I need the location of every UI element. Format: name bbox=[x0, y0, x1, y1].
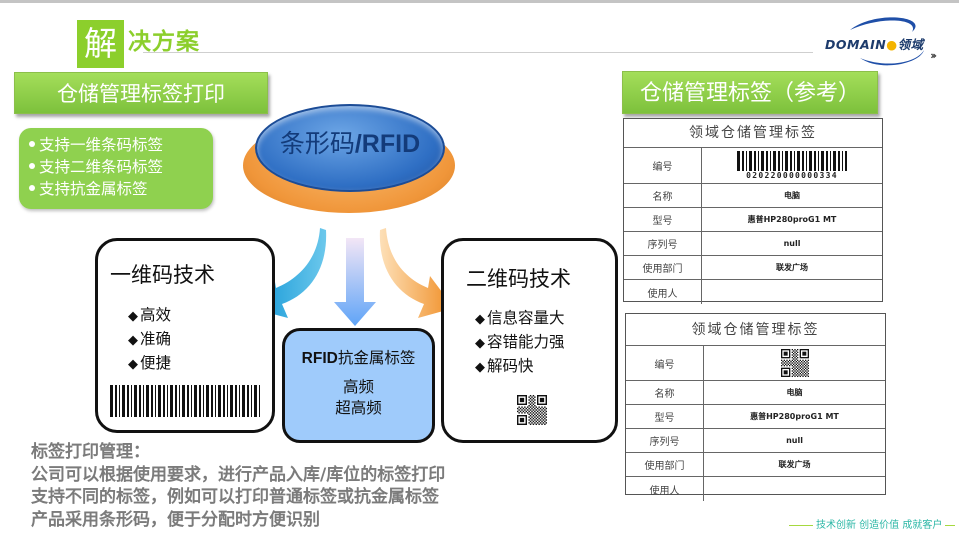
center-disc bbox=[255, 104, 445, 192]
description-heading: 标签打印管理： bbox=[31, 442, 150, 462]
sample-label-qrcode: 领域仓储管理标签 编号 名称 电脑 型号 惠普HP280proG1 MT 序列号 nu… bbox=[625, 313, 886, 501]
footer-line-decoration bbox=[789, 524, 813, 526]
label-key: 序列号 bbox=[624, 232, 702, 255]
bullet-icon bbox=[29, 184, 35, 191]
label-key: 使用部门 bbox=[624, 256, 702, 279]
label-card-title: 领域仓储管理标签 bbox=[626, 314, 885, 346]
label-value bbox=[704, 477, 885, 501]
label-row: 使用人 bbox=[626, 477, 885, 501]
feature-item: 支持抗金属标签 bbox=[29, 178, 213, 200]
label-key: 型号 bbox=[624, 208, 702, 231]
bullet-item: ◆高效 bbox=[128, 306, 172, 324]
label-value bbox=[702, 280, 882, 304]
label-value: null bbox=[783, 239, 801, 248]
label-value: 电脑 bbox=[786, 388, 803, 397]
tech-card-title: 一维码技术 bbox=[110, 263, 215, 287]
sample-label-barcode: 领域仓储管理标签 编号 020220000000334 名称 电脑 型号 惠普HP2… bbox=[623, 118, 883, 304]
label-key: 使用人 bbox=[626, 477, 704, 501]
rfid-frequency-list: 高频 超高频 bbox=[285, 377, 432, 419]
label-row: 使用部门 联发广场 bbox=[624, 256, 882, 280]
label-key: 编号 bbox=[626, 346, 704, 380]
bullet-item: ◆便捷 bbox=[128, 354, 172, 372]
diamond-bullet-icon: ◆ bbox=[475, 360, 485, 375]
label-key: 使用部门 bbox=[626, 453, 704, 476]
label-value: 联发广场 bbox=[776, 263, 808, 272]
tech-card-bullets: ◆高效 ◆准确 ◆便捷 bbox=[128, 304, 171, 376]
arrow-right-icon bbox=[379, 228, 454, 318]
bullet-item: ◆准确 bbox=[128, 330, 172, 348]
top-border-bar bbox=[0, 0, 959, 3]
diamond-bullet-icon: ◆ bbox=[128, 357, 138, 372]
label-key: 名称 bbox=[624, 184, 702, 207]
diamond-bullet-icon: ◆ bbox=[475, 336, 485, 351]
tech-card-rfid: RFID抗金属标签 高频 超高频 bbox=[282, 328, 435, 443]
label-value: null bbox=[786, 436, 803, 445]
description-line: 公司可以根据使用要求，进行产品入库/库位的标签打印 bbox=[31, 464, 446, 485]
section-title: 决方案 bbox=[128, 29, 200, 55]
label-row: 型号 惠普HP280proG1 MT bbox=[624, 208, 882, 232]
label-value bbox=[704, 346, 885, 380]
diamond-bullet-icon: ◆ bbox=[128, 333, 138, 348]
tech-card-1d-barcode: 一维码技术 ◆高效 ◆准确 ◆便捷 bbox=[95, 238, 275, 433]
tech-card-title: RFID抗金属标签 bbox=[301, 349, 416, 367]
tech-card-title: 二维码技术 bbox=[466, 267, 571, 291]
label-value: 联发广场 bbox=[778, 460, 811, 469]
bullet-item: ◆解码快 bbox=[475, 357, 534, 375]
double-chevron-right-icon[interactable]: ››› bbox=[930, 49, 937, 62]
label-card-title: 领域仓储管理标签 bbox=[624, 119, 882, 148]
feature-item: 支持一维条码标签 bbox=[29, 134, 213, 156]
feature-item: 支持二维条码标签 bbox=[29, 156, 213, 178]
label-row: 型号 惠普HP280proG1 MT bbox=[626, 405, 885, 429]
qr-code-icon bbox=[517, 395, 547, 425]
label-row: 使用部门 联发广场 bbox=[626, 453, 885, 477]
label-value: 惠普HP280proG1 MT bbox=[750, 412, 839, 421]
label-reference-banner: 仓储管理标签（参考） bbox=[622, 71, 878, 114]
footer-line-decoration bbox=[945, 524, 956, 526]
description-line: 支持不同的标签，例如可以打印普通标签或抗金属标签 bbox=[31, 487, 439, 507]
label-value: 020220000000334 bbox=[702, 148, 882, 183]
barcode-icon bbox=[737, 151, 847, 171]
label-key: 使用人 bbox=[624, 280, 702, 304]
label-key: 型号 bbox=[626, 405, 704, 428]
rfid-frequency: 超高频 bbox=[335, 399, 382, 417]
label-row: 名称 电脑 bbox=[626, 381, 885, 405]
tech-card-2d-qrcode: 二维码技术 ◆信息容量大 ◆容错能力强 ◆解码快 bbox=[441, 238, 618, 443]
section-title-first-char: 解 bbox=[77, 20, 124, 68]
bullet-icon bbox=[29, 140, 35, 147]
label-key: 编号 bbox=[624, 148, 702, 183]
arrow-down-icon bbox=[334, 238, 376, 326]
label-row: 序列号 null bbox=[626, 429, 885, 453]
diamond-bullet-icon: ◆ bbox=[128, 309, 138, 324]
features-box: 支持一维条码标签 支持二维条码标签 支持抗金属标签 bbox=[19, 128, 213, 209]
label-row: 使用人 bbox=[624, 280, 882, 304]
diamond-bullet-icon: ◆ bbox=[475, 312, 485, 327]
label-key: 名称 bbox=[626, 381, 704, 404]
barcode-number: 020220000000334 bbox=[746, 171, 838, 180]
label-key: 序列号 bbox=[626, 429, 704, 452]
label-row: 编号 020220000000334 bbox=[624, 148, 882, 184]
barcode-icon bbox=[110, 385, 260, 417]
bullet-item: ◆信息容量大 bbox=[475, 309, 565, 327]
bullet-icon bbox=[29, 162, 35, 169]
label-row: 序列号 null bbox=[624, 232, 882, 256]
tech-card-bullets: ◆信息容量大 ◆容错能力强 ◆解码快 bbox=[475, 307, 565, 379]
brand-logo-text: DOMAIN●领域 bbox=[825, 37, 924, 52]
label-value: 电脑 bbox=[784, 191, 800, 200]
center-disc-label: 条形码/RFID bbox=[279, 129, 421, 158]
qr-code-icon bbox=[780, 349, 809, 377]
domain-logo-icon bbox=[850, 17, 924, 66]
bullet-item: ◆容错能力强 bbox=[475, 333, 565, 351]
footer-slogan: 技术创新 创造价值 成就客户 bbox=[786, 516, 958, 531]
label-row: 名称 电脑 bbox=[624, 184, 882, 208]
label-value: 惠普HP280proG1 MT bbox=[747, 215, 837, 224]
label-print-description: 标签打印管理： 公司可以根据使用要求，进行产品入库/库位的标签打印 支持不同的标… bbox=[31, 441, 445, 531]
header-divider bbox=[143, 52, 813, 53]
description-line: 产品采用条形码，便于分配时方便识别 bbox=[31, 509, 320, 530]
label-printing-banner: 仓储管理标签打印 bbox=[14, 72, 268, 114]
label-row: 编号 bbox=[626, 346, 885, 381]
rfid-frequency: 高频 bbox=[342, 378, 374, 396]
